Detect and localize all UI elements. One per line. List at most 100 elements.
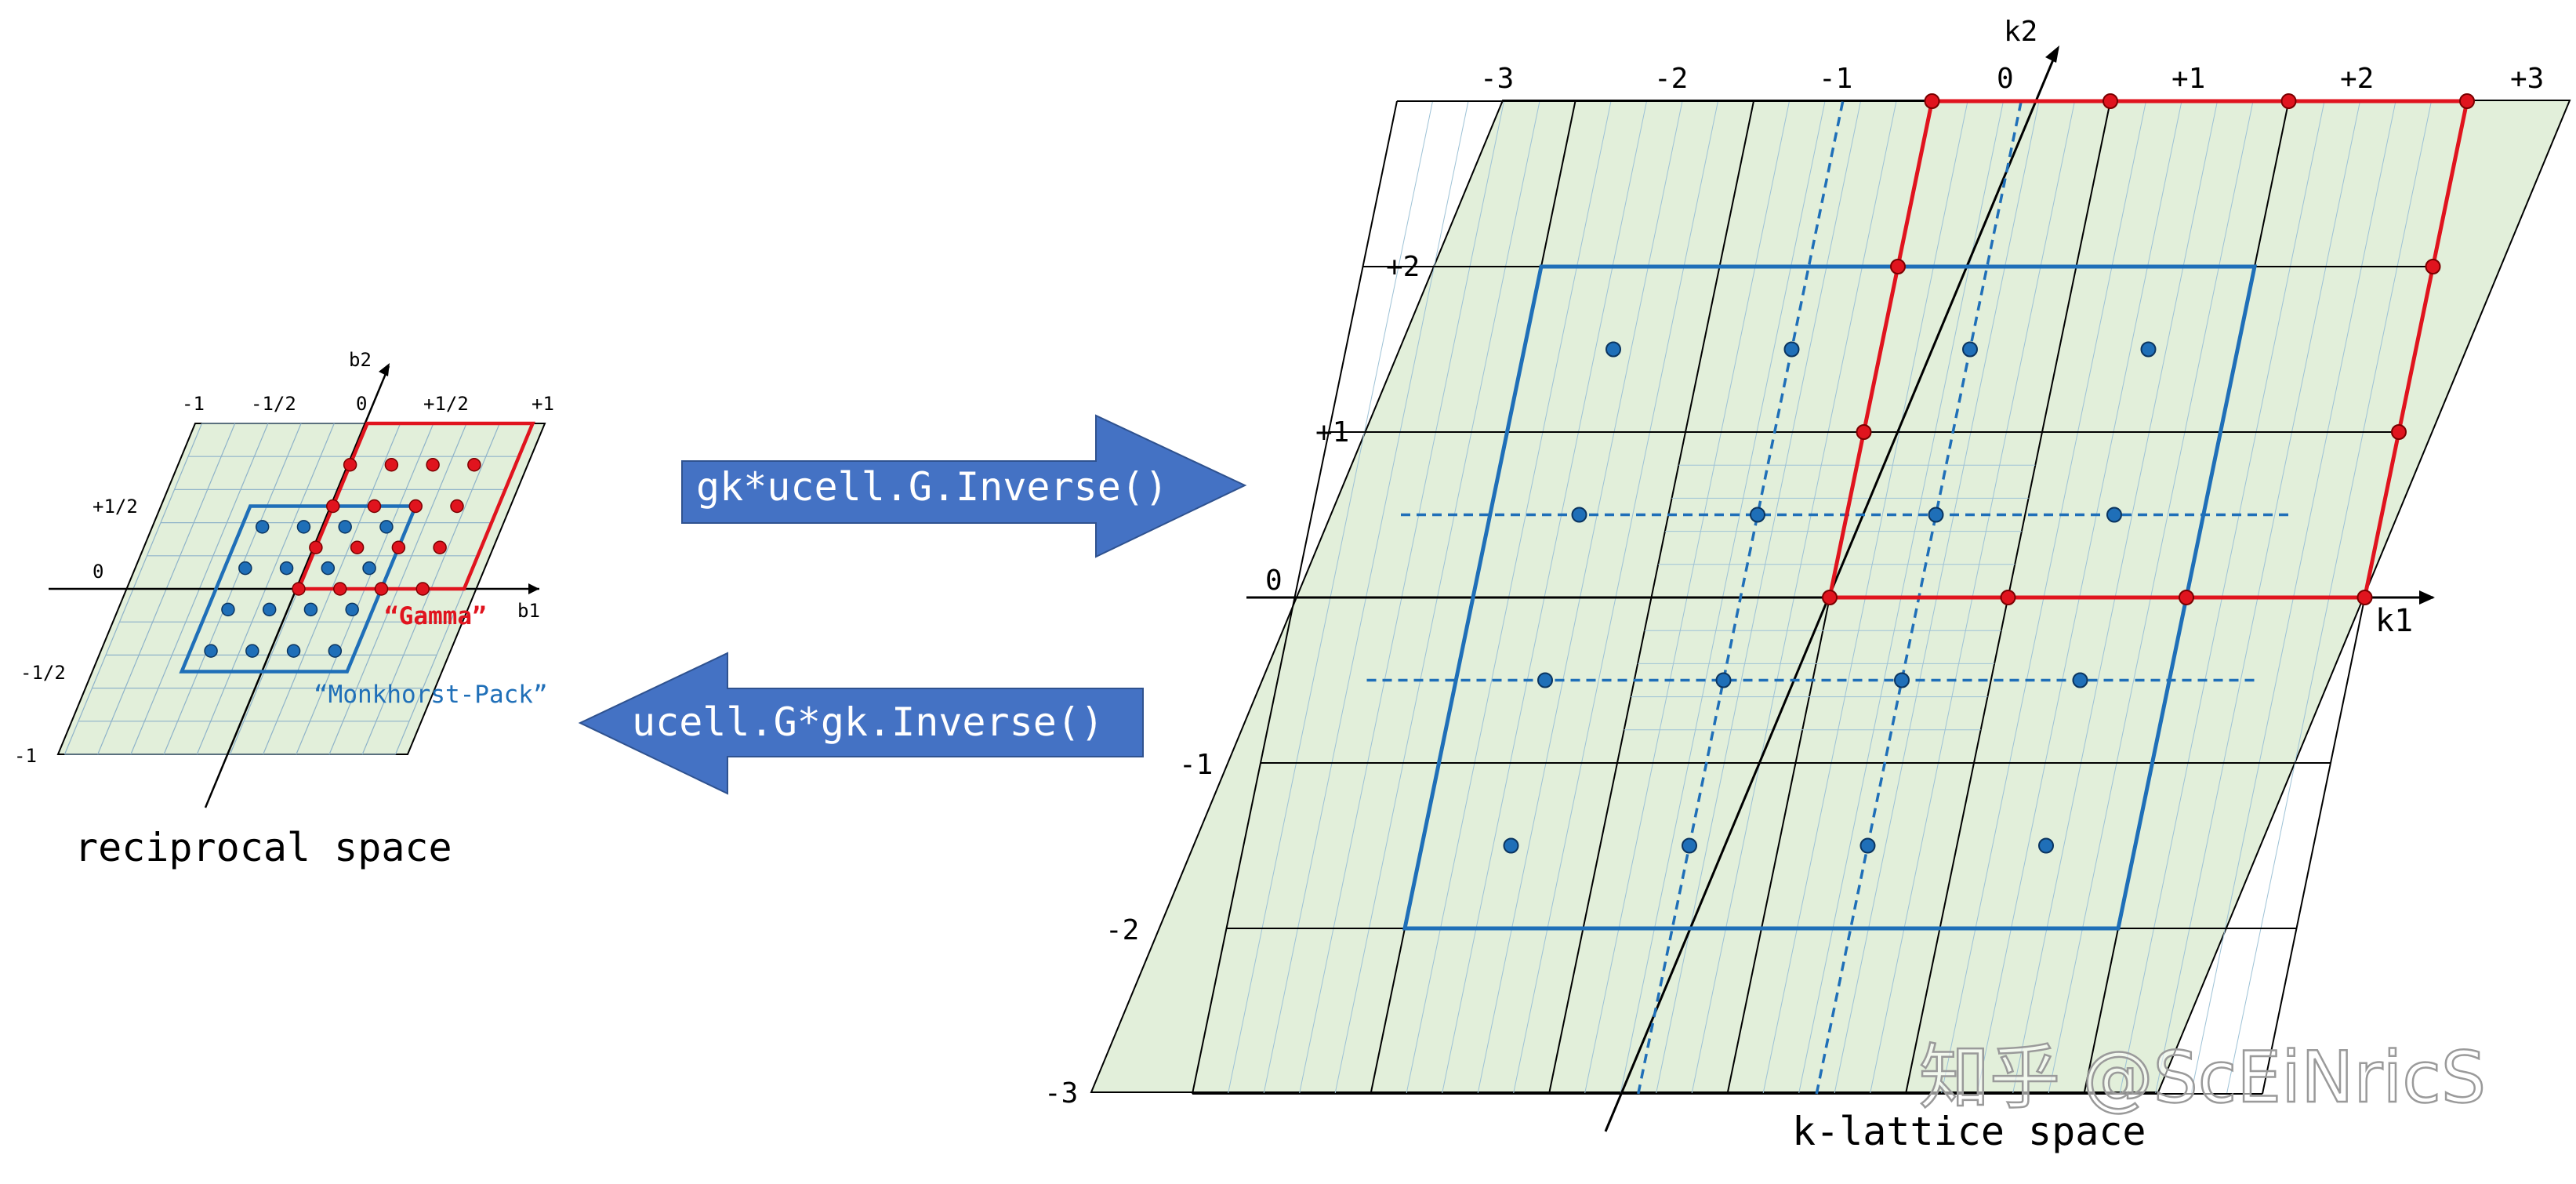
backward-arrow-shape [578, 652, 1144, 795]
monkhorst-pack-point [379, 520, 394, 534]
gamma-point [450, 499, 464, 514]
k2-axis-label: k2 [2004, 16, 2037, 48]
gamma-k-point [1890, 259, 1906, 274]
gamma-point [384, 458, 399, 472]
large-top-tick-3: 0 [1997, 63, 2014, 95]
monkhorst-pack-point [328, 644, 343, 658]
monkhorst-pack-point [345, 602, 359, 617]
small-top-tick-1: -1/2 [251, 393, 296, 415]
monkhorst-pack-point [286, 644, 301, 658]
monkhorst-pack-k-point [1894, 672, 1910, 688]
monkhorst-pack-points [204, 520, 394, 658]
small-top-tick-3: +1/2 [423, 393, 469, 415]
large-left-tick-1: +1 [1315, 416, 1349, 449]
monkhorst-pack-k-point [1605, 341, 1621, 358]
gamma-k-point [2179, 590, 2194, 605]
large-top-tick-2: -1 [1819, 63, 1852, 95]
small-left-tick-2: -1/2 [20, 662, 66, 684]
gamma-point [367, 499, 382, 514]
large-left-tick-4: -2 [1105, 914, 1139, 946]
forward-arrow-shape [681, 414, 1247, 558]
monkhorst-pack-point [362, 561, 376, 576]
gamma-cell-outline [296, 421, 535, 591]
gamma-k-points [1822, 93, 2475, 605]
gamma-label: “Gamma” [384, 602, 487, 630]
monkhorst-pack-k-point [2038, 837, 2054, 854]
large-top-tick-6: +3 [2510, 63, 2544, 95]
gamma-k-point [2391, 424, 2407, 440]
watermark: 知乎 @ScEiNricS [1919, 1037, 2486, 1119]
monkhorst-pack-k-point [1503, 837, 1519, 854]
forward-transform-label: gk*ucell.G.Inverse() [696, 464, 1168, 510]
gamma-point [391, 540, 406, 554]
gamma-k-point [1822, 590, 1838, 605]
gamma-point [350, 540, 365, 554]
large-top-tick-0: -3 [1480, 63, 1514, 95]
k1-arrowhead [2419, 590, 2435, 605]
gamma-point [408, 499, 423, 514]
gamma-k-point [2000, 590, 2016, 605]
gamma-k-point [2459, 93, 2475, 109]
large-top-tick-5: +2 [2340, 63, 2374, 95]
gamma-point [374, 582, 389, 596]
gamma-points [292, 458, 481, 596]
monkhorst-pack-supercell-outline [1402, 264, 2258, 931]
monkhorst-pack-point [279, 561, 294, 576]
gamma-point [415, 582, 430, 596]
gamma-point [426, 458, 440, 472]
monkhorst-pack-k-point [1962, 341, 1978, 358]
k-lattice-panel: k1 k2 -3 -2 -1 0 +1 +2 +3 +2 +1 0 -1 -2 … [1044, 16, 2571, 1154]
monkhorst-pack-k-point [1859, 837, 1876, 854]
gamma-k-point [1856, 424, 1872, 440]
large-top-tick-1: -2 [1654, 63, 1688, 95]
monkhorst-pack-point [303, 602, 318, 617]
small-top-tick-2: 0 [356, 393, 367, 415]
b2-axis-label: b2 [349, 349, 372, 371]
gamma-point [343, 458, 357, 472]
monkhorst-pack-k-point [1571, 507, 1587, 523]
gamma-point [467, 458, 481, 472]
monkhorst-pack-point [221, 602, 235, 617]
dashed-k1-line [1637, 100, 1845, 1095]
monkhorst-pack-point [296, 520, 311, 534]
k2-arrowhead [2045, 45, 2059, 63]
k-lattice-space-caption: k-lattice space [1792, 1109, 2146, 1154]
large-left-tick-0: +2 [1386, 251, 1420, 283]
monkhorst-pack-k-point [1783, 341, 1800, 358]
monkhorst-pack-k-point [2106, 507, 2122, 523]
small-left-tick-3: -1 [14, 745, 37, 767]
gamma-point [326, 499, 340, 514]
reciprocal-space-panel: b1 b2 -1 -1/2 0 +1/2 +1 +1/2 0 -1/2 -1 “… [14, 349, 554, 870]
large-top-tick-4: +1 [2171, 63, 2205, 95]
gamma-k-point [2425, 259, 2441, 274]
monkhorst-pack-k-point [2072, 672, 2088, 688]
b1-arrowhead [528, 583, 539, 594]
gamma-k-point [2280, 93, 2297, 109]
monkhorst-pack-point [338, 520, 352, 534]
monkhorst-pack-point [255, 520, 270, 534]
backward-transform-label: ucell.G*gk.Inverse() [632, 699, 1104, 745]
gamma-k-point [2356, 590, 2373, 605]
small-top-tick-4: +1 [532, 393, 554, 415]
gamma-point [292, 582, 306, 596]
small-left-tick-1: 0 [93, 561, 103, 583]
small-left-tick-0: +1/2 [93, 496, 138, 518]
monkhorst-pack-k-point [1537, 672, 1553, 688]
b1-axis-label: b1 [517, 600, 540, 622]
monkhorst-pack-point [238, 561, 252, 576]
monkhorst-pack-k-points [1503, 341, 2157, 854]
monkhorst-pack-k-point [1682, 837, 1697, 854]
large-left-tick-3: -1 [1179, 749, 1213, 781]
monkhorst-pack-point [321, 561, 336, 576]
forward-transform-arrow: gk*ucell.G.Inverse() [681, 414, 1247, 558]
gamma-point [333, 582, 347, 596]
large-left-tick-2: 0 [1265, 565, 1283, 597]
k1-axis-label: k1 [2375, 603, 2413, 639]
reciprocal-space-caption: reciprocal space [74, 825, 452, 870]
monkhorst-pack-k-point [1928, 507, 1944, 523]
gamma-k-point [2103, 93, 2118, 109]
monkhorst-pack-point [204, 644, 218, 658]
backward-transform-arrow: ucell.G*gk.Inverse() [578, 652, 1144, 795]
b2-arrowhead [379, 363, 390, 376]
